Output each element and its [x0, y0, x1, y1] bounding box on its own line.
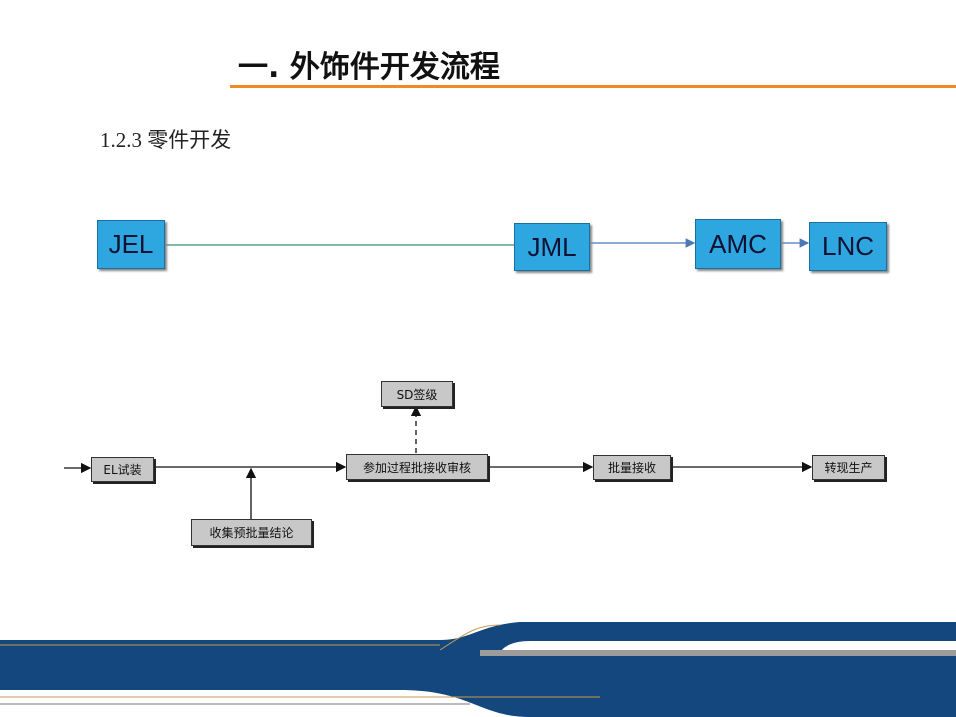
step-production: 转现生产 — [812, 455, 885, 480]
milestone-lnc: LNC — [809, 222, 887, 271]
step-batch-accept: 批量接收 — [593, 455, 671, 480]
milestone-amc: AMC — [695, 219, 781, 269]
step-el-fitting: EL试装 — [91, 457, 154, 482]
page-title: 一. 外饰件开发流程 — [238, 50, 500, 85]
milestone-jel: JEL — [97, 220, 165, 269]
step-sd-signoff: SD签级 — [381, 381, 453, 407]
section-subtitle: 1.2.3 零件开发 — [100, 128, 232, 152]
step-process-review: 参加过程批接收审核 — [346, 454, 488, 480]
step-collect-conclusion: 收集预批量结论 — [191, 519, 312, 546]
milestone-jml: JML — [514, 223, 590, 271]
title-underline — [230, 85, 956, 88]
footer-wave-decoration — [0, 622, 956, 717]
